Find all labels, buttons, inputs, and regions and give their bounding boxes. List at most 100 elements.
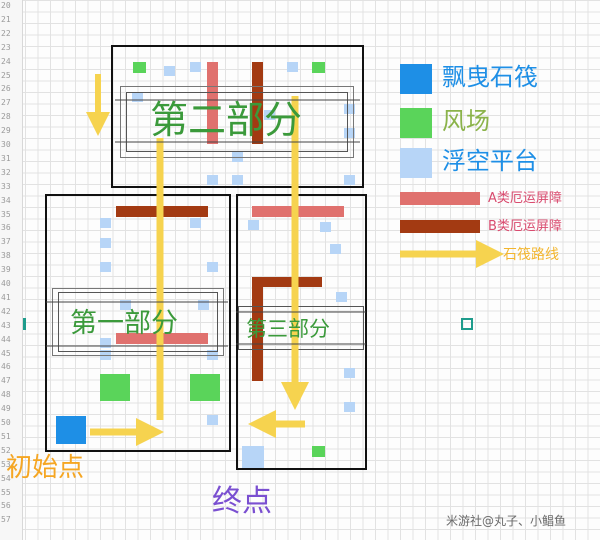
end-point-label: 终点 [212,484,272,519]
platform-tile [207,262,218,272]
barrier-b [252,277,322,287]
legend-swatch-wind [400,108,432,138]
legend-swatch-barrier-b [400,220,480,233]
section-label-part2: 第二部分 [150,98,303,142]
section-frame-part3 [236,194,367,470]
platform-tile [344,104,355,114]
platform-tile [330,244,341,254]
platform-tile [344,128,355,138]
barrier-a [207,62,218,144]
raft-start-tile [56,416,86,444]
row-number: 44 [1,334,11,344]
platform-tile [198,300,209,310]
platform-tile [232,175,243,185]
platform-tile [100,218,111,228]
row-number: 42 [1,306,11,316]
label-box-part3 [238,306,364,350]
platform-tile [207,175,218,185]
row-number: 22 [1,28,11,38]
section-frame-part1 [45,194,231,452]
platform-tile [320,222,331,232]
row-number: 27 [1,98,11,108]
wind-field-tile [312,446,325,457]
platform-tile [344,175,355,185]
platform-tile [190,218,201,228]
wind-field-tile [312,62,325,73]
platform-tile [120,300,131,310]
row-number: 31 [1,153,11,163]
row-number: 45 [1,348,11,358]
legend-swatch-platform [400,148,432,178]
legend-label-platform: 浮空平台 [442,147,538,175]
platform-tile [100,238,111,248]
platform-tile [248,220,259,230]
platform-tile [207,415,218,425]
legend-label-raft: 飘曳石筏 [442,63,538,91]
platform-tile [264,110,275,120]
row-number: 50 [1,418,11,427]
row-number: 55 [1,487,11,497]
row-number: 38 [1,251,11,261]
row-number: 25 [1,70,11,80]
left-edge-marker [23,318,26,330]
platform-tile [344,402,355,412]
barrier-b [252,277,263,381]
row-number: 48 [1,390,11,400]
platform-tile [242,446,264,468]
row-number: 30 [1,140,11,149]
row-number: 37 [1,237,11,247]
row-number: 28 [1,112,11,122]
section-label-part3: 第三部分 [246,317,330,341]
watermark: 米游社@丸子、小鲳鱼 [446,514,567,528]
row-number: 43 [1,320,11,330]
row-number: 40 [1,279,11,288]
legend-label-barrier-a: A类厄运屏障 [488,191,562,206]
row-number: 29 [1,126,11,136]
row-number: 33 [1,181,11,191]
row-number: 36 [1,223,11,233]
start-point-label: 初始点 [6,453,85,483]
legend-label-route: 石筏路线 [503,247,559,263]
platform-tile [344,368,355,378]
platform-tile [190,62,201,72]
row-number: 34 [1,195,11,205]
legend-label-barrier-b: B类厄运屏障 [488,219,562,234]
platform-tile [287,62,298,72]
small-square-marker [461,318,473,330]
legend-swatch-raft [400,64,432,94]
row-number: 56 [1,501,11,511]
platform-tile [100,262,111,272]
row-number: 47 [1,376,11,386]
row-number: 39 [1,265,11,275]
label-box-part2 [126,92,348,152]
row-number: 35 [1,209,11,219]
label-box-part1-outline [52,288,224,356]
platform-tile [164,66,175,76]
wind-field-tile [133,62,146,73]
row-number: 49 [1,404,11,414]
row-number: 41 [1,292,11,302]
section-frame-part2 [111,45,364,188]
row-number: 21 [1,14,11,24]
row-number: 52 [1,445,11,455]
label-box-part2-outline [120,86,354,158]
legend-label-wind: 风场 [442,107,490,135]
platform-tile [132,92,143,102]
row-number: 46 [1,362,11,372]
row-number: 24 [1,56,11,66]
row-number: 32 [1,167,11,177]
barrier-b [252,62,263,144]
wind-field-tile [190,374,220,401]
row-number: 26 [1,84,11,94]
row-number: 23 [1,42,11,52]
section-label-part1: 第一部分 [70,308,178,339]
wind-field-tile [100,374,130,401]
row-number: 57 [1,515,11,525]
row-number: 53 [1,459,11,469]
label-box-part1 [58,292,218,352]
platform-tile [100,338,111,348]
